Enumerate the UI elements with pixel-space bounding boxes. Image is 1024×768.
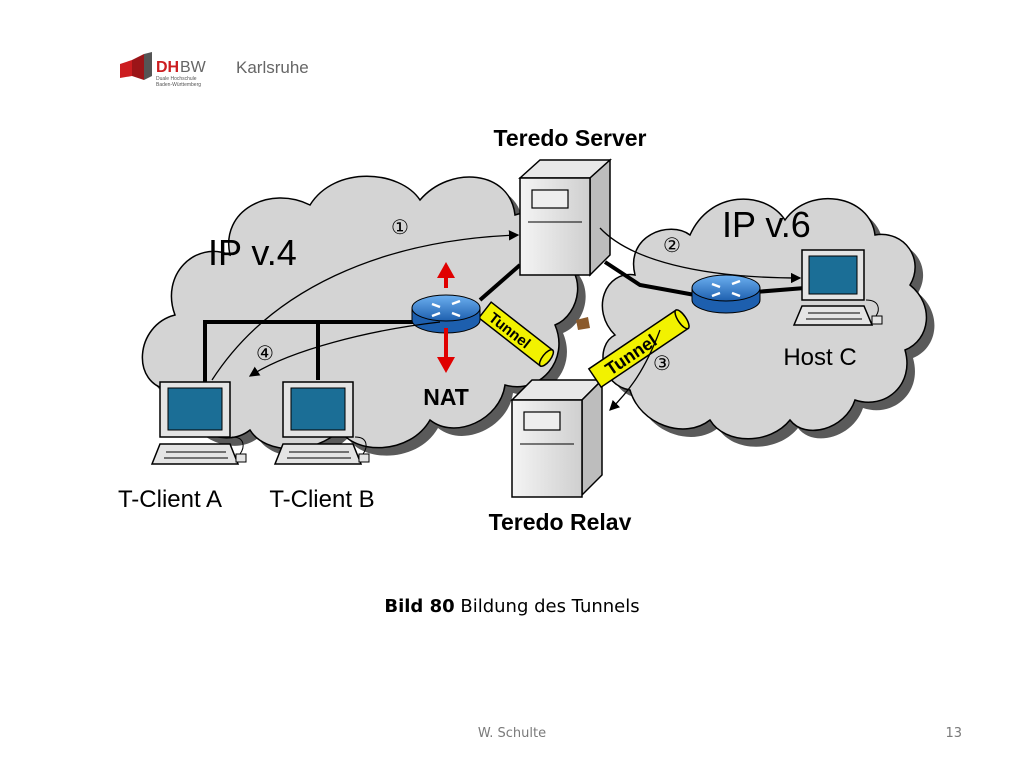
logo-subline-1: Duale Hochschule [156, 76, 197, 82]
step-3-label: ③ [653, 353, 671, 375]
teredo-server-label: Teredo Server [494, 125, 647, 151]
caption-text: Bildung des Tunnels [454, 596, 640, 617]
nat-label: NAT [423, 384, 469, 410]
ipv4-label: IP v.4 [208, 232, 297, 273]
logo-city: Karlsruhe [236, 58, 309, 77]
figure-caption: Bild 80 Bildung des Tunnels [0, 596, 1024, 617]
dhbw-logo: DH BW Duale Hochschule Baden-Württemberg… [118, 50, 328, 92]
logo-bw: BW [180, 59, 207, 76]
nat-arrows-icon [437, 262, 455, 373]
step-1-label: ① [391, 217, 409, 239]
caption-number: Bild 80 [384, 596, 455, 617]
page-number: 13 [945, 726, 962, 741]
footer-author: W. Schulte [477, 726, 547, 741]
ipv6-label: IP v.6 [722, 204, 811, 245]
teredo-diagram: Teredo Server Teredo Relay Tunnel Tunnel [100, 110, 940, 530]
step-2-label: ② [663, 235, 681, 257]
step-4-label: ④ [256, 343, 274, 365]
host-c-label: Host C [783, 344, 856, 371]
tunnel-stub [576, 317, 590, 330]
nat-router-icon [411, 294, 481, 334]
client-a-computer-icon [150, 381, 247, 465]
teredo-server-icon [518, 158, 612, 277]
client-b-computer-icon [273, 381, 370, 465]
logo-dh: DH [156, 59, 179, 76]
teredo-relay-label: Teredo Relay [489, 509, 632, 530]
logo-subline-2: Baden-Württemberg [156, 82, 201, 88]
client-a-label: T-Client A [118, 486, 222, 513]
host-c-computer-icon [792, 249, 883, 326]
dhbw-logo-mark [120, 52, 152, 80]
teredo-relay-icon [510, 378, 604, 498]
client-b-label: T-Client B [269, 486, 374, 513]
ipv6-router-icon [691, 274, 761, 314]
flow-arrows [211, 227, 802, 411]
